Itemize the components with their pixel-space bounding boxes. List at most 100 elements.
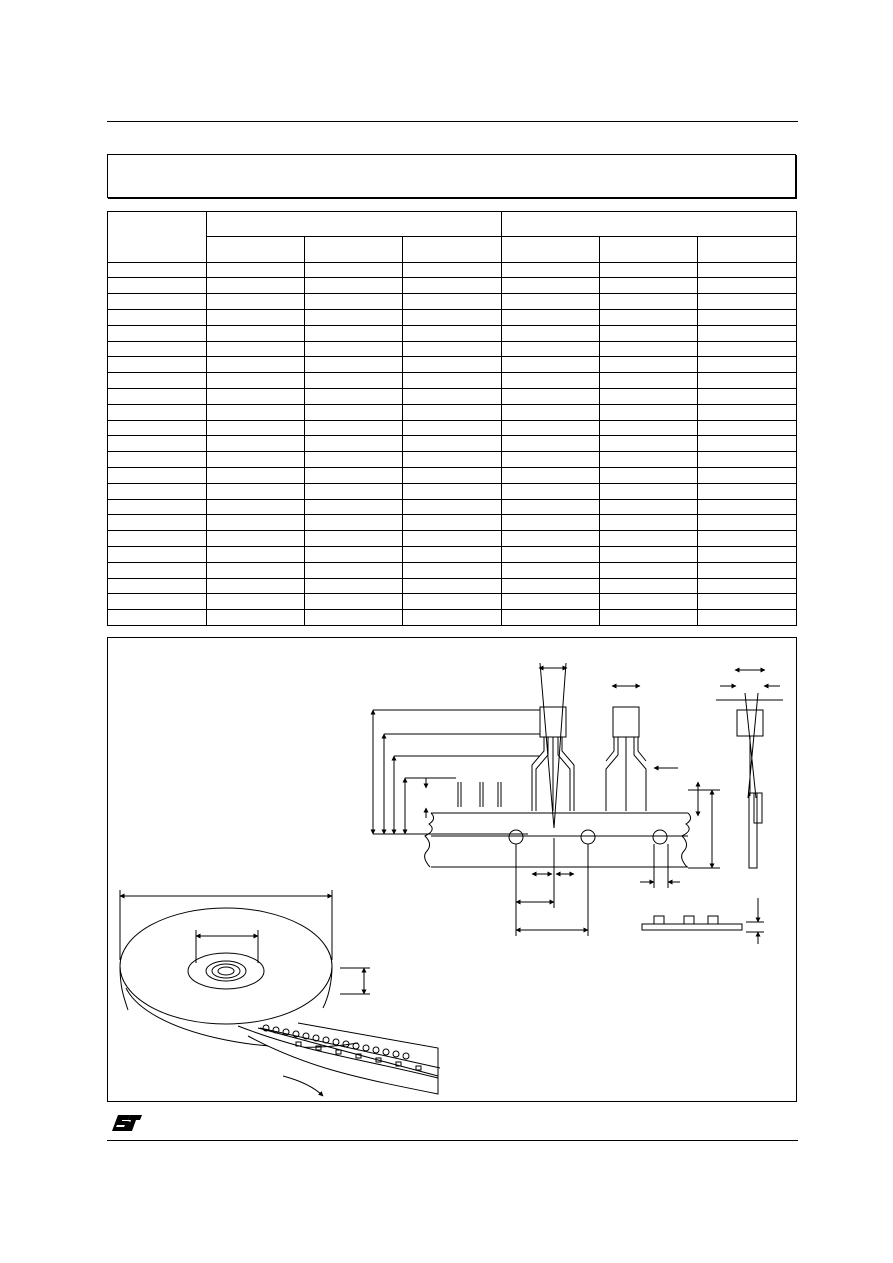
table-cell <box>500 514 600 532</box>
table-cell <box>106 482 208 500</box>
table-row <box>106 340 798 358</box>
table-cell <box>598 577 698 595</box>
table-cell <box>206 356 306 374</box>
table-cell <box>598 593 698 611</box>
table-cell <box>304 545 404 563</box>
table-cell <box>206 372 306 389</box>
table-cell <box>598 530 698 547</box>
table-cell <box>106 340 208 358</box>
table-header-cell <box>206 236 306 263</box>
table-cell <box>500 561 600 579</box>
table-cell <box>500 498 600 516</box>
table-cell <box>206 277 306 295</box>
table-header-cell <box>500 210 798 238</box>
table-cell <box>402 387 502 405</box>
table-cell <box>402 530 502 547</box>
table-row <box>106 419 798 437</box>
table-header-cell <box>106 211 208 263</box>
table-row <box>106 514 798 532</box>
table-cell <box>696 498 798 516</box>
table-cell <box>500 277 600 295</box>
table-cell <box>304 324 404 342</box>
table-cell <box>500 482 600 500</box>
table-cell <box>304 482 404 500</box>
table-cell <box>696 372 798 389</box>
dimensions-table <box>106 210 798 626</box>
table-row <box>106 545 798 563</box>
table-cell <box>598 372 698 389</box>
table-cell <box>598 419 698 437</box>
table-cell <box>402 261 502 279</box>
table-cell <box>304 387 404 405</box>
table-cell <box>106 545 208 563</box>
table-row <box>106 356 798 374</box>
table-cell <box>106 277 208 295</box>
table-cell <box>206 419 306 437</box>
table-cell <box>598 498 698 516</box>
table-cell <box>304 277 404 295</box>
table-cell <box>500 324 600 342</box>
table-cell <box>696 577 798 595</box>
table-cell <box>696 466 798 484</box>
table-cell <box>402 435 502 453</box>
table-cell <box>696 324 798 342</box>
table-cell <box>304 308 404 326</box>
table-cell <box>500 451 600 468</box>
table-cell <box>206 609 306 626</box>
table-row <box>106 324 798 342</box>
table-cell <box>402 561 502 579</box>
table-row <box>106 403 798 421</box>
table-header-cell <box>304 236 404 263</box>
table-cell <box>500 530 600 547</box>
table-cell <box>598 482 698 500</box>
table-cell <box>402 545 502 563</box>
table-cell <box>206 293 306 310</box>
table-header-row <box>106 210 798 263</box>
table-cell <box>206 387 306 405</box>
table-cell <box>598 340 698 358</box>
table-cell <box>402 403 502 421</box>
table-cell <box>696 451 798 468</box>
table-cell <box>500 261 600 279</box>
table-cell <box>402 324 502 342</box>
table-header-cell <box>402 236 502 263</box>
table-row <box>106 308 798 326</box>
table-header-cell <box>206 210 502 238</box>
table-cell <box>402 609 502 626</box>
table-cell <box>696 545 798 563</box>
table-cell <box>500 577 600 595</box>
table-subheader-row <box>108 236 798 263</box>
table-cell <box>206 308 306 326</box>
table-cell <box>598 387 698 405</box>
st-logo-svg <box>112 1115 142 1131</box>
table-cell <box>106 419 208 437</box>
section-title-box <box>107 154 796 198</box>
table-row <box>106 387 798 405</box>
reel-drawing <box>119 890 441 1097</box>
table-cell <box>402 498 502 516</box>
table-cell <box>598 308 698 326</box>
table-cell <box>402 340 502 358</box>
table-cell <box>500 293 600 310</box>
table-cell <box>206 530 306 547</box>
table-cell <box>304 403 404 421</box>
section-title <box>108 155 795 179</box>
tape-cross-section <box>641 898 764 944</box>
table-cell <box>206 261 306 279</box>
table-cell <box>304 372 404 389</box>
table-cell <box>106 372 208 389</box>
table-cell <box>598 324 698 342</box>
table-cell <box>304 498 404 516</box>
table-cell <box>304 435 404 453</box>
table-cell <box>402 514 502 532</box>
table-cell <box>206 577 306 595</box>
table-cell <box>500 466 600 484</box>
table-cell <box>304 451 404 468</box>
table-cell <box>402 466 502 484</box>
table-cell <box>402 372 502 389</box>
table-header-cell <box>696 236 798 263</box>
table-cell <box>598 561 698 579</box>
table-cell <box>206 561 306 579</box>
dimension-lines <box>370 665 783 936</box>
table-cell <box>696 514 798 532</box>
